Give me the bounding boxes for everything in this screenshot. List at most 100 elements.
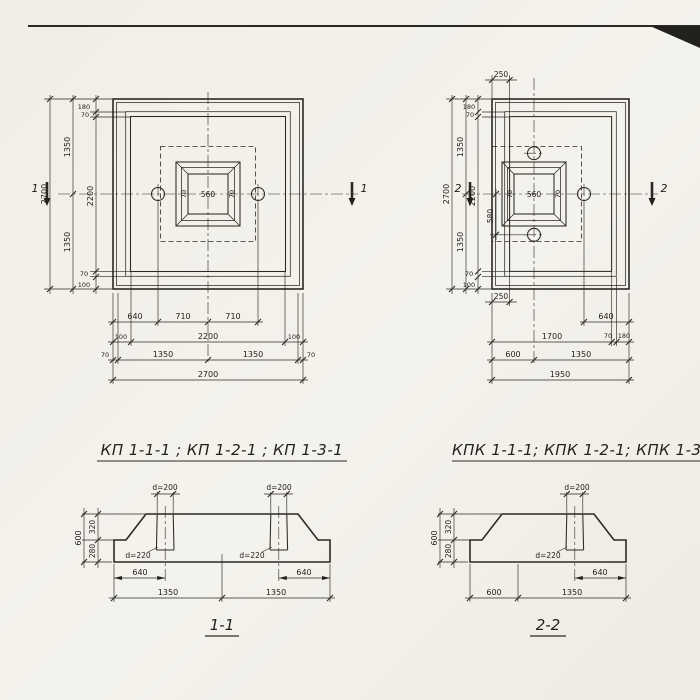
dim-half-height-bottom: 1350 <box>63 232 72 252</box>
dim-sleeve-edge: 640 <box>132 568 147 577</box>
sheet-frame <box>28 25 700 48</box>
dim-row3-c: 1350 <box>243 350 263 359</box>
dim-height-total: 600 <box>74 530 83 545</box>
plan-right-centerlines <box>462 78 658 364</box>
dim-inner-height: 2200 <box>468 186 477 206</box>
sleeve-bottom-dia: d=220 <box>125 551 151 560</box>
dim-row3-b: 1350 <box>571 350 591 359</box>
section-arrow-icon <box>43 198 51 206</box>
sleeve-bottom-dia: d=220 <box>239 551 265 560</box>
pedestal-wall-dim: 70 <box>506 190 514 198</box>
dim-row2-c: 100 <box>288 333 300 341</box>
sleeve-top-dia: d=200 <box>152 483 178 492</box>
dim-height-upper: 320 <box>88 520 97 535</box>
dim-hole-offset: 580 <box>486 209 495 224</box>
plan-right: 2 2 250 250 2700 1350 1350 2200 580 180 … <box>442 70 668 384</box>
plan-left-dim-ticks <box>46 95 307 384</box>
dim-total-width: 2700 <box>198 370 218 379</box>
plan-left-section-marks: 1 1 <box>32 182 368 206</box>
section-arrow-icon <box>348 198 356 206</box>
dim-bottom-band-1: 70 <box>465 270 473 278</box>
section2-dim-ticks <box>436 490 630 602</box>
dim-height-total: 600 <box>430 530 439 545</box>
dim-bottom-band-1: 70 <box>80 270 88 278</box>
dim-sleeve-edge: 640 <box>296 568 311 577</box>
section-title: 2-2 <box>536 616 561 634</box>
dim-half-height-top: 1350 <box>456 137 465 157</box>
dim-half-height-bottom: 1350 <box>456 232 465 252</box>
dim-top-band-2: 70 <box>81 111 89 119</box>
dim-row2-b: 70 <box>604 332 612 340</box>
plan-right-hidden-square <box>492 146 582 242</box>
dim-height-lower: 280 <box>88 544 97 559</box>
plan-left: 1 1 2700 1350 1350 2200 180 70 70 100 64… <box>32 92 368 384</box>
dim-row3-d: 70 <box>307 351 315 359</box>
dim-top-band-1: 180 <box>78 103 90 111</box>
sleeve-bottom-dia: d=220 <box>535 551 561 560</box>
section-2-2: d=200 d=220 600 320 280 640 600 1350 2-2 <box>430 483 631 637</box>
section-mark-label: 1 <box>32 182 39 195</box>
dim-row3-a: 600 <box>505 350 520 359</box>
plan-left-dimension-lines <box>49 95 308 381</box>
section-mark-label: 2 <box>661 182 668 195</box>
plan-left-extension-lines <box>44 98 304 384</box>
right-type-list: КПК 1-1-1; КПК 1-2-1; КПК 1-3-1 <box>452 441 700 459</box>
section1-arrowheads <box>114 576 330 580</box>
dim-bottom-band-2: 100 <box>463 281 475 289</box>
dim-row2-a: 100 <box>115 333 127 341</box>
section-mark-label: 2 <box>455 182 462 195</box>
dim-bottom-band-2: 100 <box>78 281 90 289</box>
dim-bottom-a: 600 <box>486 588 501 597</box>
corner-mark-icon <box>650 26 700 48</box>
section-title: 1-1 <box>210 616 235 634</box>
plan-right-pedestal-diagonals <box>501 161 567 227</box>
dim-total-width: 1950 <box>550 370 570 379</box>
pedestal-opening-dim: 560 <box>201 190 216 199</box>
dim-total-height: 2700 <box>442 184 451 204</box>
dim-row2-b: 2200 <box>198 332 218 341</box>
dim-height-lower: 280 <box>444 544 453 559</box>
type-designations: КП 1-1-1 ; КП 1-2-1 ; КП 1-3-1 КПК 1-1-1… <box>97 441 700 462</box>
dim-total-height: 2700 <box>40 184 49 204</box>
dim-row1-c: 710 <box>225 312 240 321</box>
plan-left-hidden-square <box>160 146 256 242</box>
dim-top-band-1: 180 <box>463 103 475 111</box>
section1-dim-ticks <box>80 490 334 602</box>
plan-left-pedestal-diagonals <box>175 161 241 227</box>
sleeve-top-dia: d=200 <box>266 483 292 492</box>
dim-bottom-b: 1350 <box>562 588 582 597</box>
section1-sleeve-axes <box>164 506 280 584</box>
dim-inner-height: 2200 <box>86 186 95 206</box>
dim-bottom-b: 1350 <box>266 588 286 597</box>
pedestal-wall-dim: 70 <box>180 190 188 198</box>
section-arrow-icon <box>648 198 656 206</box>
pedestal-opening-dim: 560 <box>527 190 542 199</box>
plan-right-extension-lines <box>446 75 630 384</box>
section-arrow-icon <box>466 198 474 206</box>
dim-row1-b: 710 <box>175 312 190 321</box>
dim-row1: 640 <box>598 312 613 321</box>
sleeve-top-dia: d=200 <box>564 483 590 492</box>
left-type-list: КП 1-1-1 ; КП 1-2-1 ; КП 1-3-1 <box>101 441 344 459</box>
dim-height-upper: 320 <box>444 520 453 535</box>
dim-half-height-top: 1350 <box>63 137 72 157</box>
dim-sleeve-edge: 640 <box>592 568 607 577</box>
dim-bottom-a: 1350 <box>158 588 178 597</box>
section1-dim-lines <box>82 492 335 602</box>
section2-arrowheads <box>574 576 626 580</box>
dim-row2-a: 1700 <box>542 332 562 341</box>
dim-top-band-2: 70 <box>466 111 474 119</box>
plan-right-dim-ticks <box>448 76 633 384</box>
section1-sleeves <box>155 513 289 551</box>
dim-row1-a: 640 <box>127 312 142 321</box>
pedestal-wall-dim: 70 <box>228 190 236 198</box>
section-mark-label: 1 <box>361 182 368 195</box>
dim-row2-c: 180 <box>618 332 630 340</box>
dim-row3-a: 70 <box>101 351 109 359</box>
section2-dim-lines <box>438 492 631 602</box>
section-1-1: d=200 d=200 d=220 d=220 600 320 280 640 … <box>74 483 335 637</box>
plan-left-centerlines <box>58 92 358 364</box>
pedestal-wall-dim: 70 <box>554 190 562 198</box>
